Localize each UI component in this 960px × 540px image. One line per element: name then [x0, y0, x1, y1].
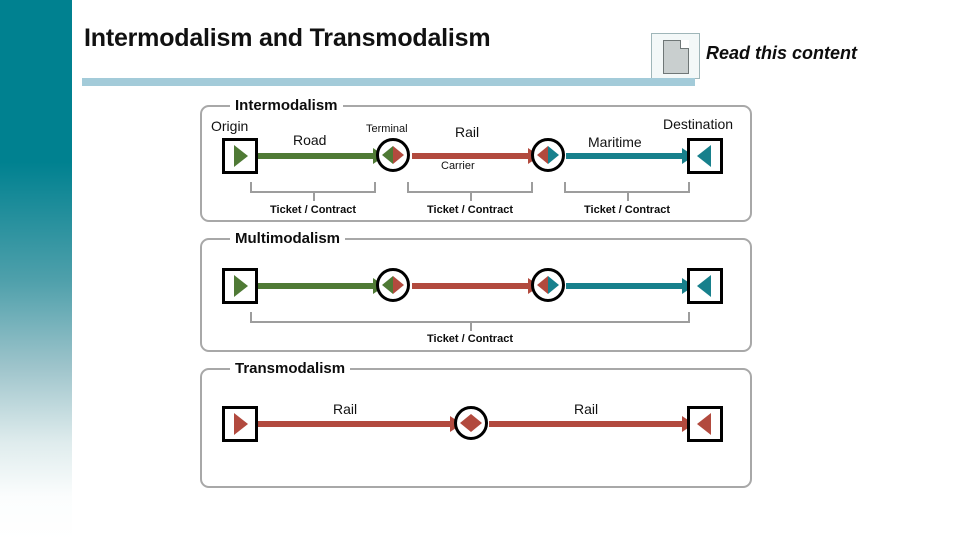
panel-title-multimodalism: Multimodalism [230, 230, 346, 247]
bracket-label-ticket-contract: Ticket / Contract [584, 204, 670, 216]
origin-triangle-icon [234, 145, 248, 167]
terminal-left-triangle-icon [382, 276, 393, 294]
edge-line-maritime [566, 153, 690, 159]
node-destination-box [687, 268, 723, 304]
edge-line-rail [412, 153, 534, 159]
node-origin-box [222, 268, 258, 304]
node-label-destination: Destination [663, 116, 734, 132]
node-terminal-circle-2 [531, 138, 565, 172]
bracket-tick [470, 193, 472, 201]
read-this-content-label[interactable]: Read this content [706, 43, 858, 63]
node-label-terminal: Terminal [366, 123, 408, 135]
page-title: Intermodalism and Transmodalism [84, 24, 491, 52]
terminal-right-triangle-icon [548, 276, 559, 294]
terminal-left-triangle-icon [537, 276, 548, 294]
destination-triangle-icon [697, 145, 711, 167]
document-page-icon [663, 40, 689, 74]
node-terminal-circle-1 [376, 138, 410, 172]
edge-label-maritime: Maritime [588, 134, 642, 150]
edge-line-road [258, 283, 380, 289]
bracket-segment-full [250, 312, 690, 331]
destination-triangle-icon [697, 413, 711, 435]
edge-line-rail-b [489, 421, 690, 427]
panel-title-transmodalism: Transmodalism [230, 360, 351, 377]
terminal-left-triangle-icon [382, 146, 393, 164]
header-divider-rule [82, 78, 695, 86]
panel-multimodalism: Multimodalism [200, 230, 752, 352]
terminal-right-triangle-icon [471, 414, 482, 432]
node-terminal-circle-1 [376, 268, 410, 302]
node-label-destination-clip: Destination [663, 116, 747, 136]
page-fold-corner-icon [680, 40, 689, 49]
origin-triangle-icon [234, 275, 248, 297]
edge-line-rail [412, 283, 534, 289]
terminal-left-triangle-icon [537, 146, 548, 164]
bracket-label-ticket-contract: Ticket / Contract [427, 204, 513, 216]
edge-sublabel-carrier: Carrier [441, 160, 475, 172]
node-label-origin: Origin [211, 118, 249, 134]
terminal-right-triangle-icon [393, 276, 404, 294]
edge-line-maritime [566, 283, 690, 289]
edge-line-road [258, 153, 380, 159]
node-terminal-circle-1 [454, 406, 488, 440]
terminal-right-triangle-icon [393, 146, 404, 164]
bracket-tick [627, 193, 629, 201]
edge-label-rail-b: Rail [574, 401, 599, 417]
panel-title-intermodalism: Intermodalism [230, 97, 343, 114]
edge-label-rail-a: Rail [333, 401, 358, 417]
bracket-label-ticket-contract: Ticket / Contract [427, 333, 513, 345]
destination-triangle-icon [697, 275, 711, 297]
bracket-segment-2 [407, 182, 533, 201]
terminal-right-triangle-icon [548, 146, 559, 164]
bracket-segment-1 [250, 182, 376, 201]
document-icon-button[interactable] [651, 33, 700, 79]
edge-label-road: Road [293, 132, 327, 148]
sidebar-gradient-bar [0, 0, 72, 540]
origin-triangle-icon [234, 413, 248, 435]
bracket-tick [470, 323, 472, 331]
edge-line-rail-a [258, 421, 456, 427]
node-destination-box [687, 406, 723, 442]
edge-label-rail: Rail [455, 124, 480, 140]
node-origin-box [222, 138, 258, 174]
panel-transmodalism: Transmodalism [200, 360, 752, 488]
terminal-left-triangle-icon [460, 414, 471, 432]
bracket-label-ticket-contract: Ticket / Contract [270, 204, 356, 216]
panel-intermodalism: Intermodalism [200, 97, 752, 222]
bracket-tick [313, 193, 315, 201]
node-destination-box [687, 138, 723, 174]
node-terminal-circle-2 [531, 268, 565, 302]
bracket-segment-3 [564, 182, 690, 201]
node-origin-box [222, 406, 258, 442]
